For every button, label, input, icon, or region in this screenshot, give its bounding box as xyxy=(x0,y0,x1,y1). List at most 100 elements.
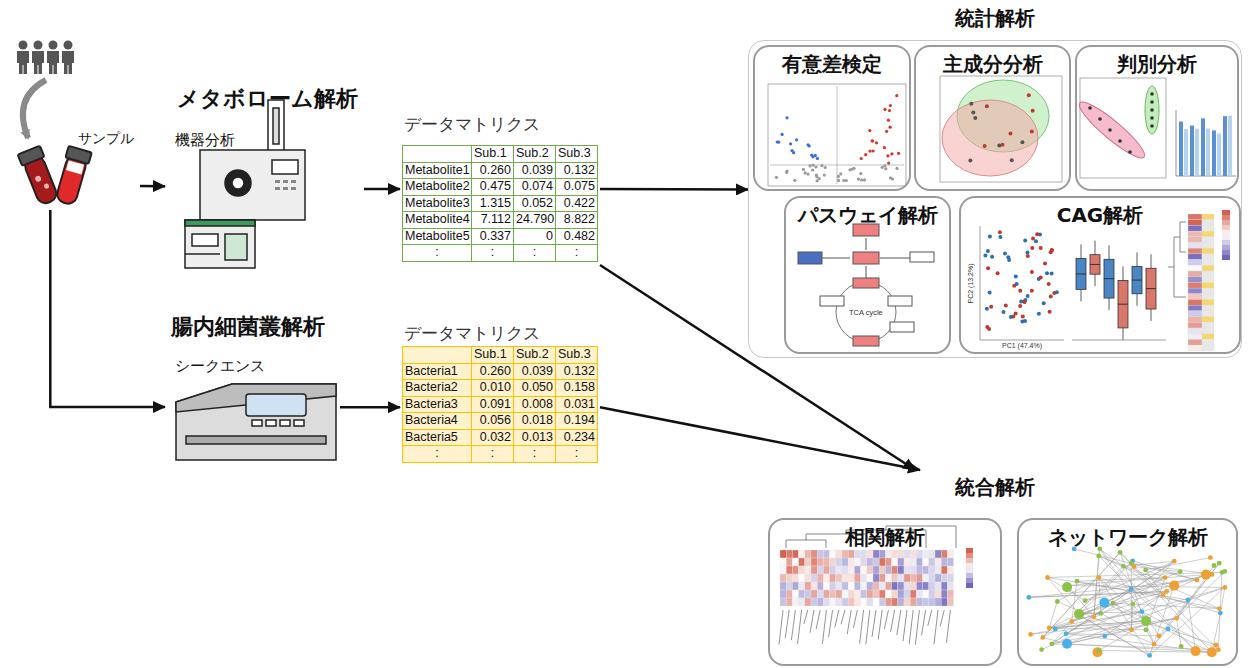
chart-mark xyxy=(947,566,953,574)
group-panel: 統計解析有意差検定主成分分析判別分析パスウェイ解析CAG解析 xyxy=(748,40,1242,358)
drawing-part xyxy=(853,252,879,264)
chart-mark xyxy=(1007,258,1011,262)
chart-mark xyxy=(799,590,805,598)
flow-arrow xyxy=(600,407,920,470)
chart-mark xyxy=(848,574,854,582)
chart-mark xyxy=(786,582,792,590)
cell-text: 24.790 xyxy=(516,212,554,226)
chart-mark xyxy=(887,162,890,165)
drawing-part xyxy=(775,94,900,182)
chart-mark xyxy=(836,582,842,590)
chart-mark xyxy=(854,590,860,598)
chart-mark xyxy=(777,141,780,144)
chart-mark xyxy=(1222,210,1230,215)
chart-mark xyxy=(1067,587,1225,643)
chart-mark xyxy=(811,550,817,558)
chart-mark xyxy=(1010,158,1014,162)
chart-mark xyxy=(805,558,811,566)
cell-text: 0.039 xyxy=(522,364,553,378)
cell-text: 0.132 xyxy=(564,364,595,378)
chart-mark xyxy=(795,138,798,141)
table-cell: Bacteria1 xyxy=(403,364,472,381)
chart-mark xyxy=(1104,278,1114,279)
chart-mark xyxy=(1177,566,1214,619)
chart-mark xyxy=(985,104,989,108)
drawing-part xyxy=(822,258,850,259)
chart-mark xyxy=(969,102,973,106)
chart-mark xyxy=(895,167,898,170)
chart-mark xyxy=(1188,322,1202,328)
chart-mark xyxy=(848,566,854,574)
drawing-part xyxy=(17,41,29,75)
table-grid: Sub.1Sub.2Sub.3Bacteria10.2600.0390.132B… xyxy=(402,346,598,463)
cell-text: 0.056 xyxy=(480,413,511,427)
table-cell: : xyxy=(556,446,598,463)
chart-mark xyxy=(799,582,805,590)
table-cell: 0.018 xyxy=(514,413,556,430)
table-cell: Sub.2 xyxy=(514,146,556,163)
chart-mark xyxy=(1043,589,1131,638)
chart-mark xyxy=(860,610,864,644)
chart-mark xyxy=(881,166,884,169)
chart-mark xyxy=(793,179,796,182)
chart-mark xyxy=(1097,648,1102,653)
chart-mark xyxy=(830,598,836,606)
chart-mark xyxy=(998,230,1002,234)
chart-mark xyxy=(1202,260,1214,266)
chart-mark xyxy=(878,610,882,640)
chart-mark xyxy=(822,610,826,644)
chart-mark xyxy=(1150,100,1154,104)
node-area: データマトリクス xyxy=(400,322,600,464)
chart-mark xyxy=(1004,304,1008,308)
chart-mark xyxy=(1052,561,1175,644)
chart-mark xyxy=(1220,570,1225,575)
analysis-box: 判別分析 xyxy=(1075,45,1239,191)
chart-mark xyxy=(861,582,867,590)
chart-mark xyxy=(904,550,910,558)
table-cell: 0.032 xyxy=(472,430,514,447)
drawing-part xyxy=(1145,86,1159,134)
chart-mark xyxy=(946,610,950,643)
chart-mark xyxy=(892,590,898,598)
cell-text: 0.132 xyxy=(564,163,595,177)
flow-arrow xyxy=(50,210,165,407)
chart-mark xyxy=(1048,572,1223,577)
drawing-part xyxy=(62,41,74,75)
chart-mark xyxy=(1113,603,1220,608)
chart-mark xyxy=(904,590,910,598)
chart-mark xyxy=(1202,277,1214,283)
chart-mark xyxy=(935,582,941,590)
node-area: データマトリクス xyxy=(400,113,600,265)
chart-mark xyxy=(836,558,842,566)
chart-mark xyxy=(910,574,916,582)
cell-text: : xyxy=(435,446,438,460)
chart-mark xyxy=(1202,265,1214,271)
chart-mark xyxy=(1096,554,1101,559)
chart-mark xyxy=(829,610,833,637)
chart-mark xyxy=(780,550,786,558)
chart-mark xyxy=(890,152,893,155)
chart-mark xyxy=(929,574,935,582)
chart-mark xyxy=(805,566,811,574)
axis-label: PC1 (47.4%) xyxy=(1002,342,1042,349)
chart-mark xyxy=(1040,635,1045,640)
table-cell: : xyxy=(514,245,556,262)
volcano-plot xyxy=(768,84,906,186)
chart-mark xyxy=(916,590,922,598)
chart-mark xyxy=(1188,334,1202,340)
chart-mark xyxy=(842,582,848,590)
chart-mark xyxy=(885,550,891,558)
table-cell: Sub.1 xyxy=(472,146,514,163)
table-cell: 0.482 xyxy=(556,229,598,246)
chart-mark xyxy=(842,598,848,606)
chart-mark xyxy=(848,598,854,606)
chart-mark xyxy=(883,164,886,167)
chart-mark xyxy=(1188,243,1202,249)
sub-label: データマトリクス xyxy=(404,115,540,135)
chart-mark xyxy=(1154,629,1168,644)
chart-mark xyxy=(910,550,916,558)
chart-mark xyxy=(1104,259,1114,298)
chart-mark xyxy=(799,598,805,606)
chart-mark xyxy=(1202,220,1214,226)
chart-mark xyxy=(1210,572,1215,577)
